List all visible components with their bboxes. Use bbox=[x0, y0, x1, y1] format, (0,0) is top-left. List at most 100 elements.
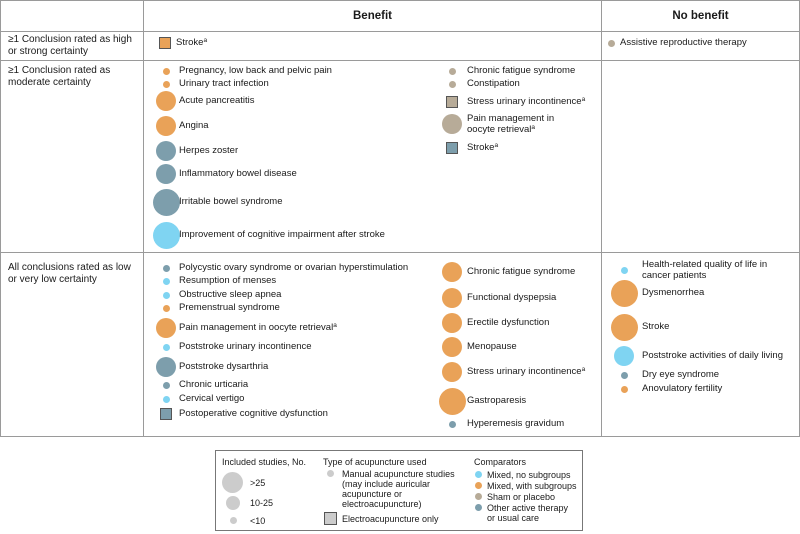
marker-high_b1-stroke bbox=[159, 37, 171, 49]
label-text: Constipation bbox=[467, 78, 520, 89]
footnote-marker: a bbox=[581, 96, 586, 104]
label-low_n5-dry-eye-syndrome: Dry eye syndrome bbox=[642, 369, 719, 380]
label-text: Irritable bowel syndrome bbox=[179, 196, 283, 207]
label-text: Hyperemesis gravidum bbox=[467, 418, 565, 429]
marker-low_c7-hyperemesis-gravidum bbox=[448, 420, 456, 428]
col-divider-1 bbox=[143, 0, 144, 437]
label-low_b9-cervical-vertigo: Cervical vertigo bbox=[179, 393, 244, 404]
legend-size-small-label: <10 bbox=[250, 516, 266, 526]
footnote-marker: a bbox=[333, 322, 337, 330]
marker-high_n1-assistive-reproductive-therapy bbox=[607, 39, 615, 47]
label-text: Chronic fatigue syndrome bbox=[467, 65, 576, 76]
label-low_n2-dysmenorrhea: Dysmenorrhea bbox=[642, 287, 704, 298]
label-text: Poststroke activities of daily living bbox=[642, 350, 783, 361]
legend-type-title: Type of acupuncture used bbox=[323, 457, 427, 467]
label-high_n1-assistive-reproductive-therapy: Assistive reproductive therapy bbox=[620, 37, 747, 48]
marker-low_b2-resumption-of-menses bbox=[162, 277, 170, 285]
legend-size-medium-label: 10-25 bbox=[250, 498, 274, 508]
marker-low_b1-polycystic-ovary-syndrome-or-ovarian-hyperstimulation bbox=[162, 264, 170, 272]
label-mod_b1-pregnancy-low-back-and-pelvic-pain: Pregnancy, low back and pelvic pain bbox=[179, 65, 332, 76]
label-low_c3-erectile-dysfunction: Erectile dysfunction bbox=[467, 317, 549, 328]
marker-mod_c1-chronic-fatigue-syndrome bbox=[448, 67, 456, 75]
label-low_b7-poststroke-dysarthria: Poststroke dysarthria bbox=[179, 361, 268, 372]
label-line-2-text: oocyte retrieval bbox=[467, 124, 532, 135]
label-text: Acute pancreatitis bbox=[179, 95, 255, 106]
legend-size-small-marker bbox=[230, 517, 237, 524]
label-text: Urinary tract infection bbox=[179, 78, 269, 89]
label-text: Erectile dysfunction bbox=[467, 317, 550, 328]
footnote-marker: a bbox=[531, 124, 536, 132]
marker-low_n5-dry-eye-syndrome bbox=[620, 371, 628, 379]
footnote-marker: a bbox=[203, 37, 208, 45]
header-divider bbox=[0, 31, 800, 32]
label-text: Poststroke urinary incontinence bbox=[179, 341, 312, 352]
label-line-1: Health-related quality of life in bbox=[642, 259, 768, 270]
marker-low_b9-cervical-vertigo bbox=[162, 395, 170, 403]
marker-mod_b6-inflammatory-bowel-disease bbox=[156, 164, 176, 184]
label-text: Stress urinary incontinence bbox=[467, 366, 582, 377]
marker-mod_b7-irritable-bowel-syndrome bbox=[152, 188, 180, 216]
label-line-1: Pain management in bbox=[467, 113, 555, 124]
marker-mod_c4-pain-management-in-oocyte-retrieval bbox=[442, 114, 462, 134]
marker-low_b6-poststroke-urinary-incontinence bbox=[162, 343, 170, 351]
table-left-border bbox=[0, 0, 1, 437]
label-mod_b7-irritable-bowel-syndrome: Irritable bowel syndrome bbox=[179, 196, 283, 207]
label-line-2: cancer patients bbox=[642, 270, 767, 281]
label-text: Resumption of menses bbox=[179, 275, 277, 286]
marker-mod_b8-improvement-of-cognitive-impairment-after-stroke bbox=[152, 221, 180, 249]
legend-comparator-label-sham-or-placebo: Sham or placebo bbox=[487, 492, 556, 502]
legend-comparator-marker-sham-or-placebo bbox=[475, 493, 482, 500]
label-text: Angina bbox=[179, 120, 209, 131]
label-text: Stroke bbox=[176, 37, 204, 48]
legend-comparator-label-mixed-no-subgroups: Mixed, no subgroups bbox=[487, 470, 571, 480]
label-mod_c1-chronic-fatigue-syndrome: Chronic fatigue syndrome bbox=[467, 65, 575, 76]
label-text: Poststroke dysarthria bbox=[179, 361, 269, 372]
footnote-marker: a bbox=[581, 366, 586, 374]
marker-low_c6-gastroparesis bbox=[438, 387, 466, 415]
marker-mod_b5-herpes-zoster bbox=[156, 141, 176, 161]
label-text: Gastroparesis bbox=[467, 395, 527, 406]
label-text: Premenstrual syndrome bbox=[179, 302, 280, 313]
label-text: Dysmenorrhea bbox=[642, 287, 705, 298]
marker-low_n6-anovulatory-fertility bbox=[620, 385, 628, 393]
legend-manual-line-3: acupuncture or bbox=[342, 489, 403, 499]
legend-comparators-title: Comparators bbox=[474, 457, 527, 467]
marker-low_c3-erectile-dysfunction bbox=[442, 313, 462, 333]
marker-low_b3-obstructive-sleep-apnea bbox=[162, 291, 170, 299]
legend-comparator-label-other-active-therapy: Other active therapy bbox=[487, 503, 569, 513]
legend-electro-label: Electroacupuncture only bbox=[342, 514, 439, 524]
row-label-high-certainty: ≥1 Conclusion rated as high or strong ce… bbox=[8, 34, 132, 57]
legend-size-title: Included studies, No. bbox=[222, 457, 307, 467]
label-low_n6-anovulatory-fertility: Anovulatory fertility bbox=[642, 383, 722, 394]
row-label-moderate-certainty: ≥1 Conclusion rated as moderate certaint… bbox=[8, 65, 111, 88]
row-divider-2 bbox=[0, 252, 800, 253]
marker-low_c2-functional-dyspepsia bbox=[442, 288, 462, 308]
label-text: Pregnancy, low back and pelvic pain bbox=[179, 65, 332, 76]
label-mod_c5-stroke: Strokea bbox=[467, 142, 498, 153]
legend-manual-line-2: (may include auricular bbox=[342, 479, 431, 489]
label-mod_b4-angina: Angina bbox=[179, 120, 209, 131]
label-text: Stroke bbox=[642, 321, 670, 332]
legend-electro-marker bbox=[324, 512, 337, 525]
legend-comparator-marker-mixed-with-subgroups bbox=[475, 482, 482, 489]
marker-mod_b2-urinary-tract-infection bbox=[162, 80, 170, 88]
label-text: Functional dyspepsia bbox=[467, 292, 557, 303]
label-mod_b8-improvement-of-cognitive-impairment-after-stroke: Improvement of cognitive impairment afte… bbox=[179, 229, 385, 240]
label-low_c1-chronic-fatigue-syndrome: Chronic fatigue syndrome bbox=[467, 266, 575, 277]
marker-mod_c5-stroke bbox=[446, 142, 458, 154]
label-high_b1-stroke: Strokea bbox=[176, 37, 207, 48]
label-low_b6-poststroke-urinary-incontinence: Poststroke urinary incontinence bbox=[179, 341, 312, 352]
label-low_c5-stress-urinary-incontinence: Stress urinary incontinencea bbox=[467, 366, 585, 377]
marker-mod_c3-stress-urinary-incontinence bbox=[446, 96, 458, 108]
legend-size-large-label: >25 bbox=[250, 478, 266, 488]
label-mod_b6-inflammatory-bowel-disease: Inflammatory bowel disease bbox=[179, 168, 297, 179]
label-low_b2-resumption-of-menses: Resumption of menses bbox=[179, 275, 276, 286]
marker-low_b5-pain-management-in-oocyte-retrieval bbox=[156, 318, 176, 338]
label-text: Menopause bbox=[467, 341, 517, 352]
marker-low_c5-stress-urinary-incontinence bbox=[442, 362, 462, 382]
label-mod_c2-constipation: Constipation bbox=[467, 78, 520, 89]
legend-size-large-marker bbox=[222, 472, 243, 493]
legend-manual-line-4: electroacupuncture) bbox=[342, 499, 422, 509]
